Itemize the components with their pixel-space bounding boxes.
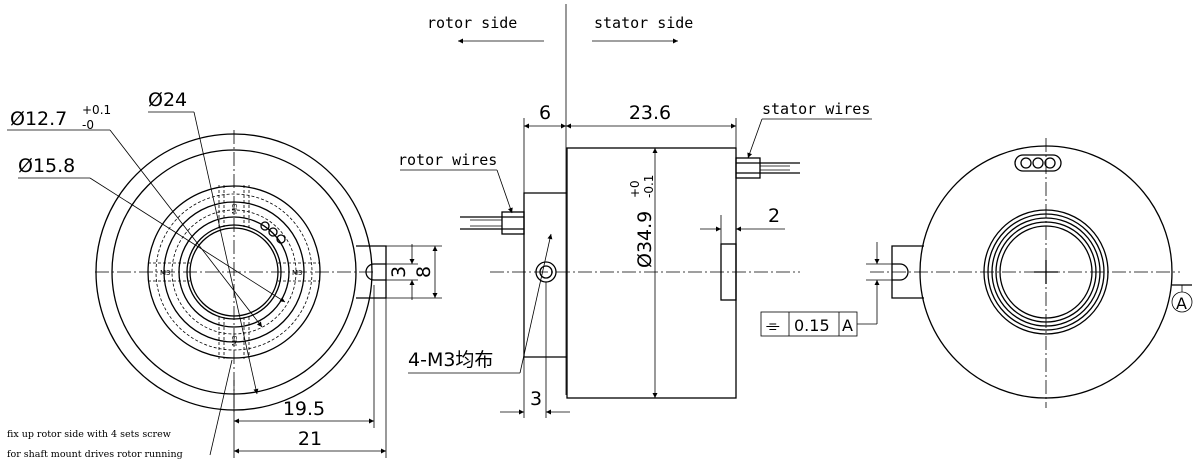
rear-ring-4: [995, 221, 1097, 323]
rear-view: ⌯ 0.15 A A: [760, 138, 1193, 408]
dia-12-7-tol-lower: -0: [82, 118, 94, 132]
datum-circle: [1171, 291, 1193, 313]
stator-wires-label: stator wires: [762, 100, 870, 118]
dim-21-text: 21: [298, 428, 322, 450]
rotor-side-label: rotor side: [427, 14, 517, 32]
stator-wire-exits: [1014, 154, 1062, 172]
tolerance-datum: A: [842, 316, 853, 335]
dia24-leader: [193, 111, 259, 395]
screw-hole-right: [278, 262, 320, 282]
screws-leader: [519, 233, 553, 374]
rear-ring-2: [987, 213, 1105, 331]
m3-mark-top: M3: [231, 204, 239, 215]
dim-34-9-tol-lower: -0.1: [642, 175, 656, 198]
note-line-2: for shaft mount drives rotor running: [7, 449, 183, 460]
dim-2-text: 2: [768, 205, 780, 227]
dim-34-9-tol-upper: +0: [628, 180, 642, 198]
m3-mark-bottom: M3: [231, 336, 239, 347]
screw-hole-top: [218, 185, 250, 227]
mounting-slot: [365, 263, 386, 281]
mounting-tab: [356, 245, 387, 299]
rotor-wire-exits: [260, 221, 286, 244]
dim-34-9-group: Ø34.9 +0 -0.1: [628, 175, 656, 268]
bore-circle: [186, 224, 282, 320]
stator-tab: [720, 243, 737, 301]
datum-label: A: [1176, 294, 1187, 313]
rear-ring-3: [991, 217, 1101, 327]
rear-ring-5: [999, 225, 1093, 319]
dia-15-8-circle: [178, 216, 290, 328]
dim-8-text: 8: [413, 266, 435, 278]
rotor-screw-inner: [539, 265, 553, 279]
stator-side-label: stator side: [594, 14, 693, 32]
hidden-circle: [171, 209, 297, 335]
tolerance-symbol: ⌯: [766, 316, 780, 336]
side-view: rotor side stator side rotor wires: [398, 4, 872, 418]
rotor-wires: [460, 211, 525, 235]
dim-6-text: 6: [539, 102, 551, 124]
tolerance-value: 0.15: [794, 316, 830, 335]
screw-hole-bottom: [218, 317, 250, 359]
rear-mounting-slot: [892, 263, 909, 281]
dim-34-9-text: Ø34.9: [634, 211, 656, 268]
stator-wires: [735, 157, 800, 179]
dia12-leader: [109, 129, 263, 328]
rotor-ring-mid: [163, 201, 305, 343]
rear-outer-circle: [919, 145, 1173, 399]
note-leader: [209, 359, 233, 456]
front-view: M3 M3 M3 M3 3 8 19.5: [7, 89, 442, 460]
screw-pitch-circle: [155, 193, 313, 351]
note-line-1: fix up rotor side with 4 sets screw: [7, 429, 171, 440]
m3-mark-left: M3: [160, 269, 171, 277]
screw-hole-left: [148, 262, 190, 282]
dim-3-text: 3: [388, 266, 410, 278]
dia-24-text: Ø24: [148, 89, 187, 111]
rotor-wires-leader: [496, 169, 513, 214]
dim-23-6-text: 23.6: [629, 102, 671, 124]
rotor-wires-label: rotor wires: [398, 151, 497, 169]
m3-mark-right: M3: [292, 269, 303, 277]
dim-3-screw-text: 3: [530, 388, 542, 410]
rear-mounting-tab: [891, 245, 924, 299]
bore-inner-circle: [189, 227, 279, 317]
dia-15-8-text: Ø15.8: [18, 155, 75, 177]
rotor-flange: [523, 192, 567, 358]
dim-19-5-text: 19.5: [283, 398, 325, 420]
stator-wires-leader: [747, 118, 763, 159]
dia-12-7-text: Ø12.7: [10, 108, 67, 130]
tolerance-frame: ⌯ 0.15 A: [760, 311, 858, 337]
dia-12-7-tol-upper: +0.1: [82, 103, 111, 117]
screws-label: 4-M3均布: [408, 349, 493, 371]
rear-ring-1: [983, 209, 1109, 335]
dia15-leader: [89, 177, 286, 303]
rotor-ring-outer: [147, 185, 321, 359]
